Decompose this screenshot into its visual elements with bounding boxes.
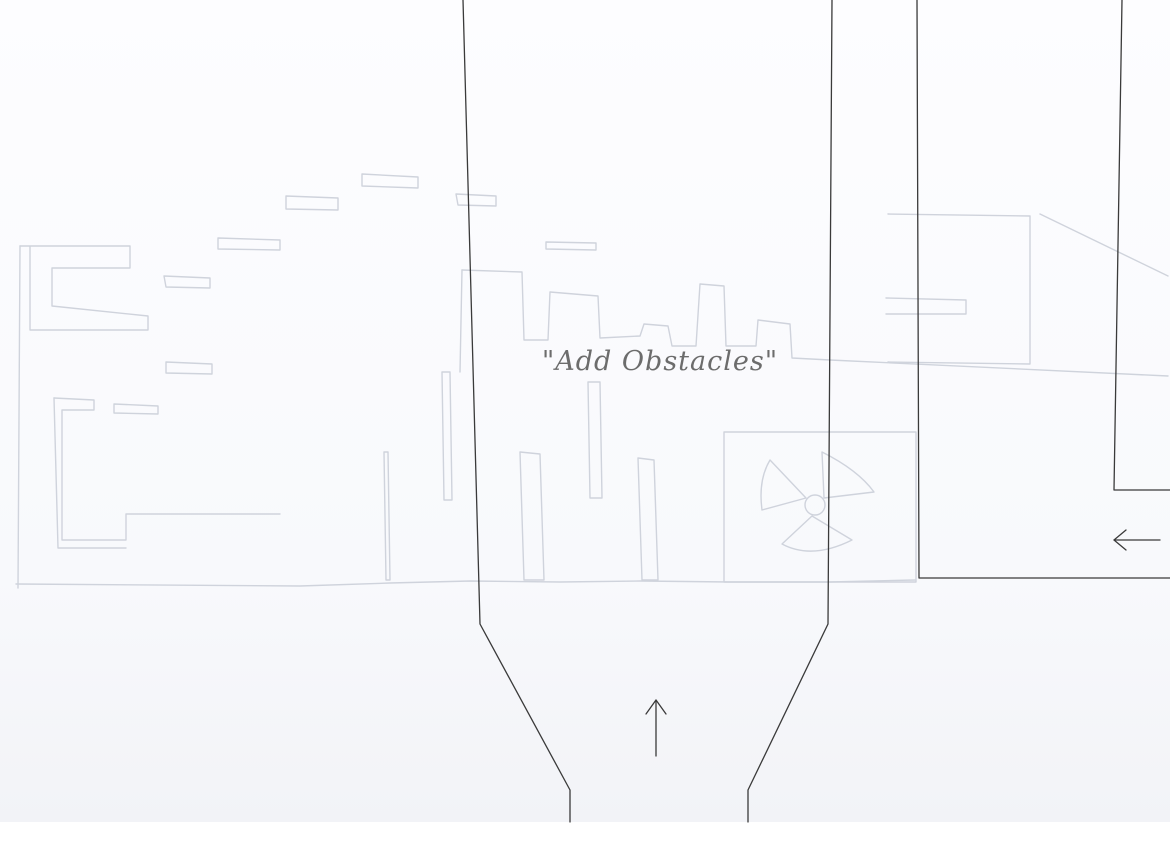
add-obstacles-annotation: "Add Obstacles" — [500, 346, 820, 377]
paper-background — [0, 0, 1170, 822]
paper-bottom-edge — [0, 822, 1170, 850]
